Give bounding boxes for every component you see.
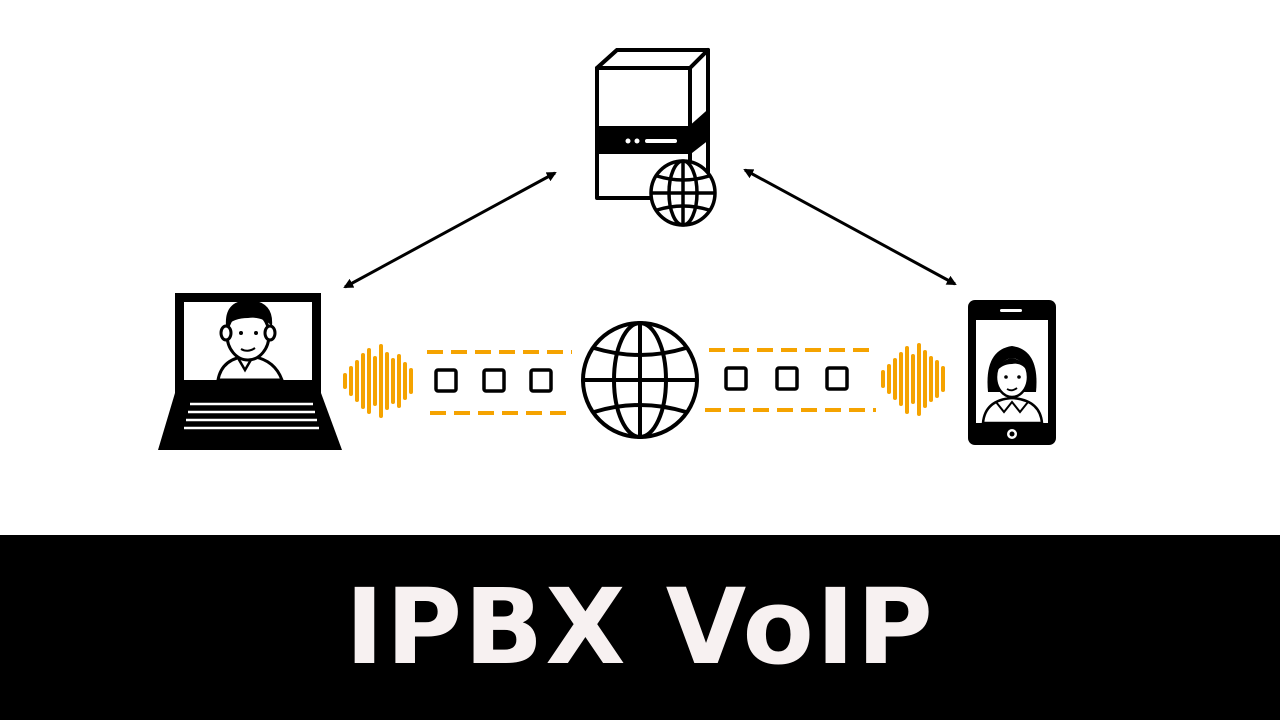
sound-wave-right-icon	[881, 343, 945, 416]
title-banner: IPBX VoIP	[0, 535, 1280, 720]
packet-icon	[482, 368, 506, 393]
voip-diagram	[158, 48, 1056, 450]
packet-icon	[775, 366, 799, 391]
server-globe-icon	[649, 159, 717, 227]
sound-wave-left-icon	[343, 344, 413, 418]
packet-icon	[529, 368, 553, 393]
packet-icon	[724, 366, 748, 391]
packet-icon	[434, 368, 458, 393]
packet-icon	[825, 366, 849, 391]
laptop-user-icon	[158, 293, 342, 450]
smartphone-user-icon	[968, 300, 1056, 445]
arrow-laptop-server	[343, 171, 557, 289]
internet-globe-icon	[581, 321, 699, 439]
banner-title: IPBX VoIP	[345, 565, 935, 688]
arrow-phone-server	[743, 168, 957, 286]
